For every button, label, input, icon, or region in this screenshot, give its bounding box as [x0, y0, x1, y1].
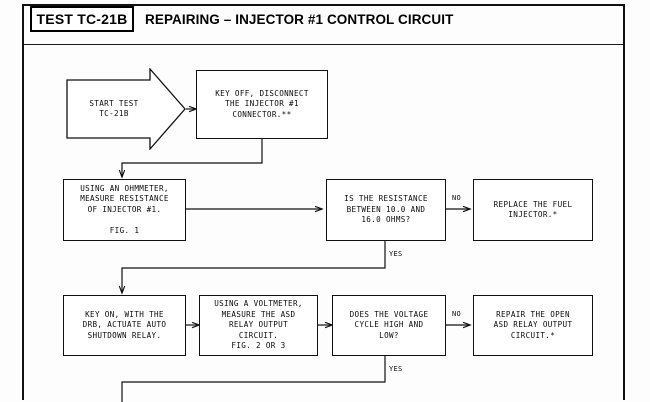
- page-title: REPAIRING – INJECTOR #1 CONTROL CIRCUIT: [145, 11, 454, 27]
- test-number-label: TEST TC-21B: [36, 11, 128, 27]
- node-start-test-text: START TEST TC-21B: [89, 98, 139, 119]
- node-replace-injector-text: REPLACE THE FUEL INJECTOR.*: [493, 199, 573, 220]
- node-voltmeter-text: USING A VOLTMETER, MEASURE THE ASD RELAY…: [214, 299, 303, 351]
- node-ohmmeter-text: USING AN OHMMETER, MEASURE RESISTANCE OF…: [80, 183, 169, 235]
- node-resistance-decision-text: IS THE RESISTANCE BETWEEN 10.0 AND 16.0 …: [344, 194, 428, 225]
- node-repair-asd: REPAIR THE OPEN ASD RELAY OUTPUT CIRCUIT…: [473, 295, 593, 356]
- node-key-off: KEY OFF, DISCONNECT THE INJECTOR #1 CONN…: [196, 70, 328, 139]
- edge-label-voltage-no: NO: [452, 310, 462, 318]
- start-arrow-shape: [66, 67, 186, 151]
- node-start-test-label-wrap: START TEST TC-21B: [66, 68, 162, 150]
- node-resistance-decision: IS THE RESISTANCE BETWEEN 10.0 AND 16.0 …: [326, 179, 446, 241]
- node-voltage-decision: DOES THE VOLTAGE CYCLE HIGH AND LOW?: [332, 295, 446, 356]
- node-ohmmeter: USING AN OHMMETER, MEASURE RESISTANCE OF…: [63, 179, 186, 241]
- node-repair-asd-text: REPAIR THE OPEN ASD RELAY OUTPUT CIRCUIT…: [493, 309, 573, 340]
- edge-label-resistance-yes: YES: [389, 250, 403, 258]
- node-replace-injector: REPLACE THE FUEL INJECTOR.*: [473, 179, 593, 241]
- title-divider: [24, 44, 623, 45]
- edge-resistance-yes: [122, 239, 386, 293]
- page-frame: [22, 4, 625, 400]
- node-key-on: KEY ON, WITH THE DRB, ACTUATE AUTO SHUTD…: [63, 295, 186, 356]
- node-start-test: START TEST TC-21B: [66, 67, 186, 151]
- node-voltage-decision-text: DOES THE VOLTAGE CYCLE HIGH AND LOW?: [349, 309, 429, 340]
- edge-voltage-yes-offpage: [121, 355, 386, 402]
- edge-label-voltage-yes: YES: [389, 365, 403, 373]
- node-key-on-text: KEY ON, WITH THE DRB, ACTUATE AUTO SHUTD…: [82, 309, 167, 340]
- edge-label-resistance-no: NO: [452, 194, 462, 202]
- edge-keyoff-to-ohmmeter: [122, 139, 263, 177]
- test-number-badge: TEST TC-21B: [30, 6, 134, 32]
- node-key-off-text: KEY OFF, DISCONNECT THE INJECTOR #1 CONN…: [215, 88, 309, 119]
- node-voltmeter: USING A VOLTMETER, MEASURE THE ASD RELAY…: [199, 295, 318, 356]
